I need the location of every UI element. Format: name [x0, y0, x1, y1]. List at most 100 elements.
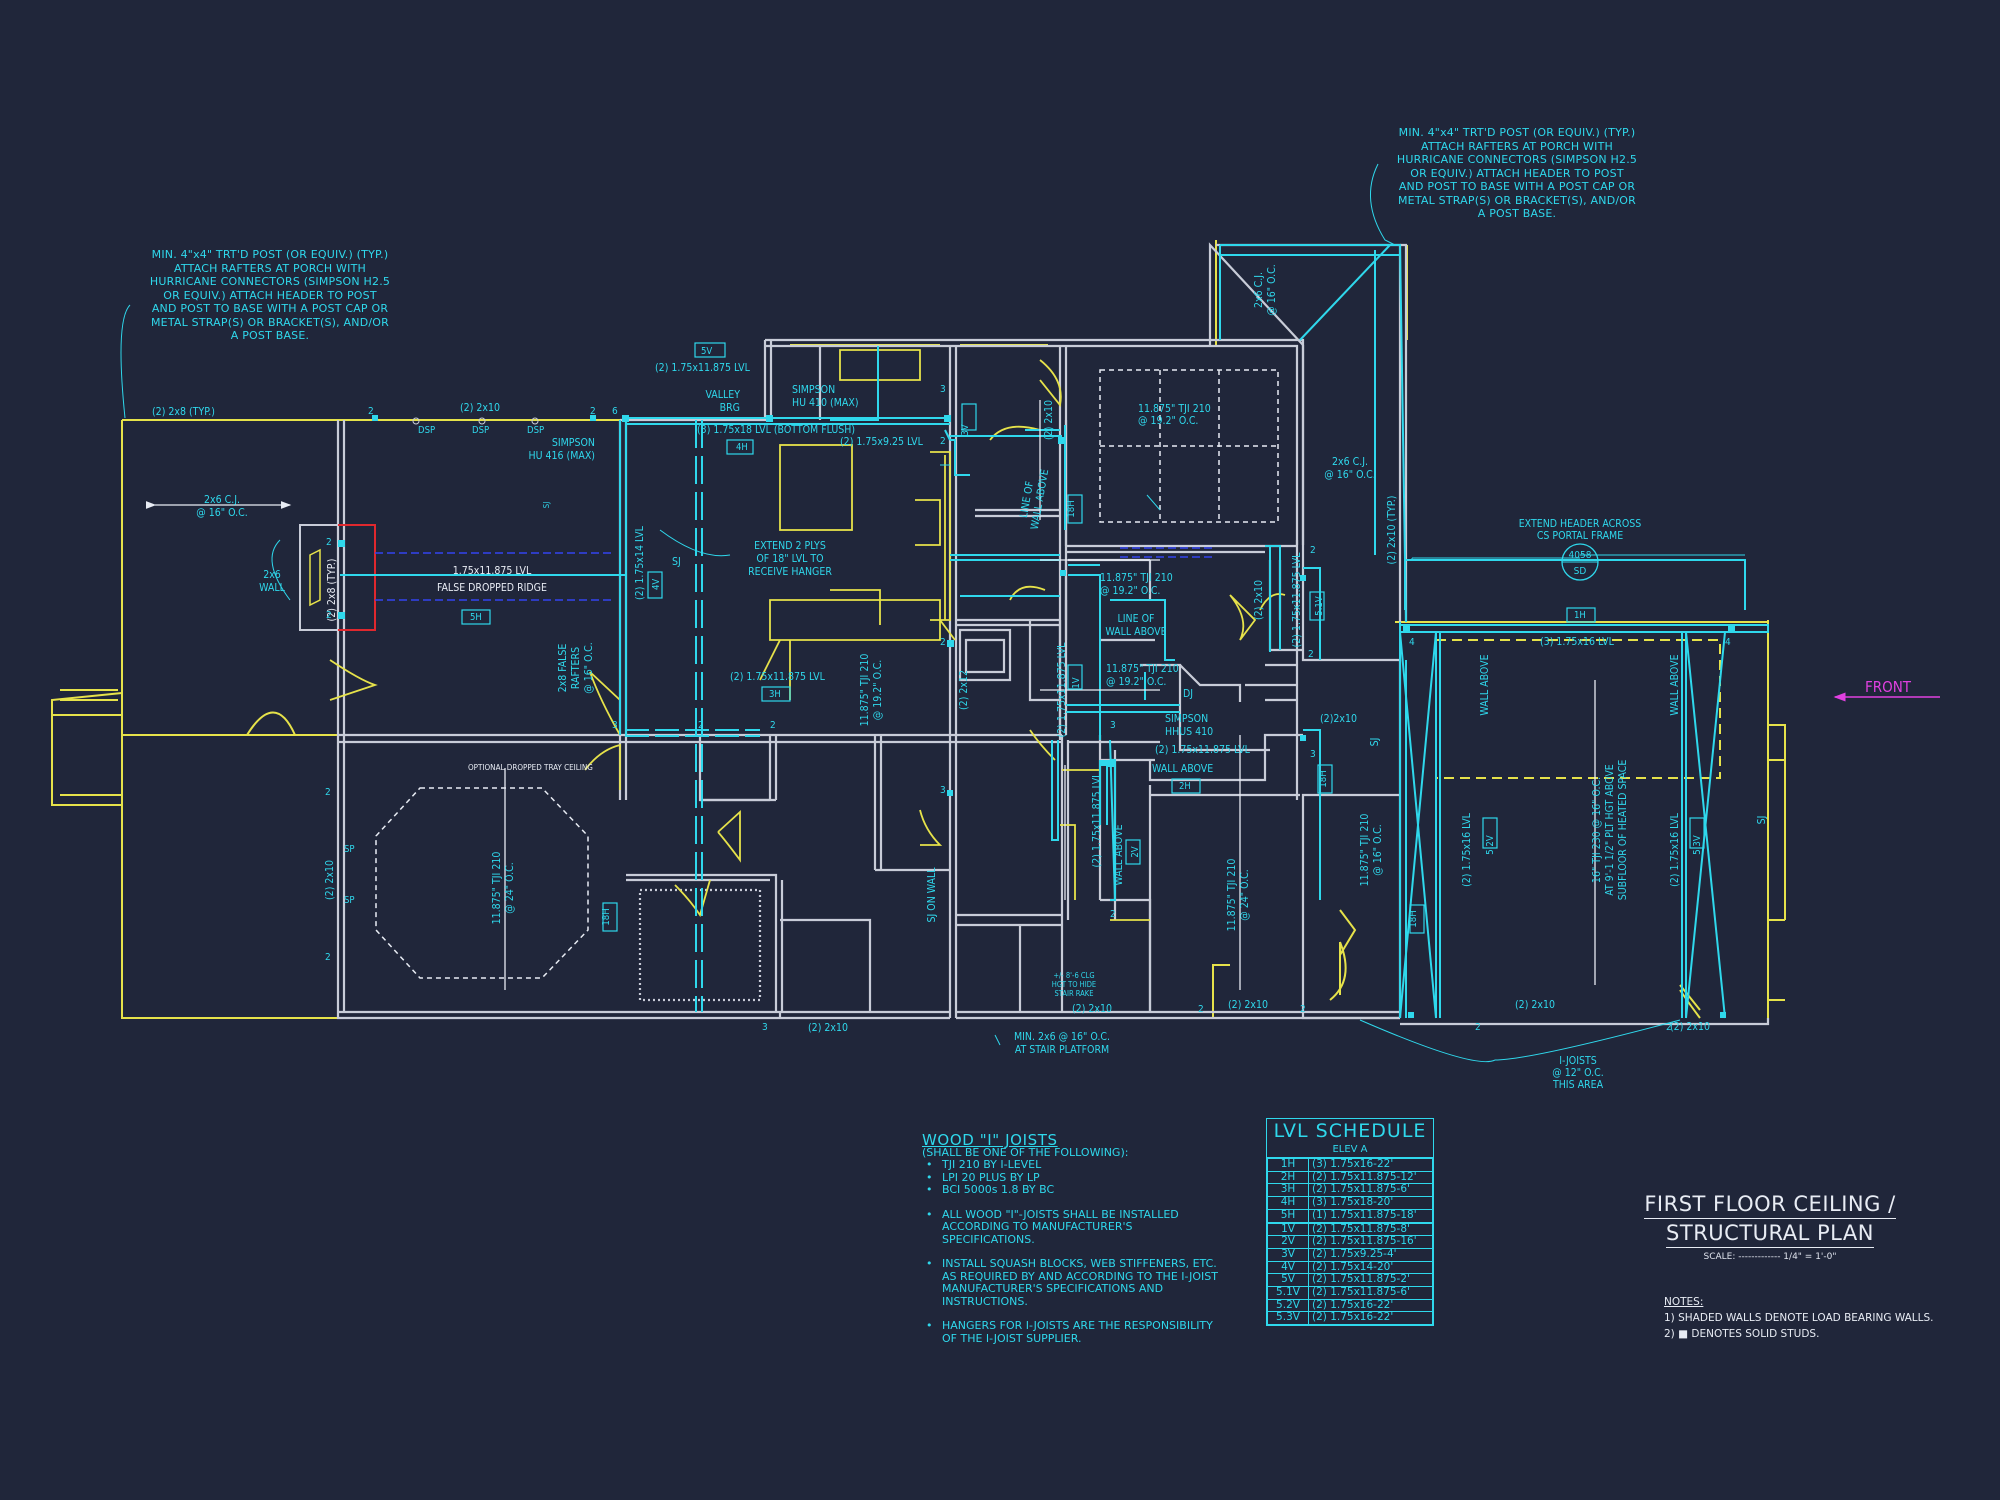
label-lvl-1v: (2) 1.75x11.875 LVL [1056, 642, 1068, 738]
sched-key: 4V [1267, 1260, 1309, 1275]
label-tji-a-1: 11.875" TJI 210 [1138, 403, 1211, 415]
label-dsp-1: DSP [418, 425, 435, 436]
num-i: 3 [940, 384, 946, 395]
portal-bottom: SD [1574, 566, 1587, 577]
label-2x10-typ: (2) 2x10 (TYP.) [1386, 496, 1398, 565]
label-ijoists-2: @ 12" O.C. [1552, 1067, 1603, 1079]
label-1v-tag: 1V [1071, 677, 1082, 688]
num-s: 2 [1475, 1022, 1481, 1033]
table-row: 5H(1) 1.75x11.875-18' [1267, 1208, 1433, 1224]
label-1h-tag: 1H [1574, 610, 1586, 621]
label-2x10-bottom-b: (2) 2x10 [1072, 1003, 1112, 1015]
label-extend-plys-3: RECEIVE HANGER [748, 566, 832, 578]
label-2x10-bottom-c: (2) 2x10 [1228, 999, 1268, 1011]
notes-heading: NOTES: [1664, 1296, 1704, 1308]
label-2x10-bottom-a: (2) 2x10 [808, 1022, 848, 1034]
table-row: 4V(2) 1.75x14-20' [1267, 1260, 1433, 1275]
joist-note: HANGERS FOR I-JOISTS ARE THE RESPONSIBIL… [926, 1319, 1222, 1345]
label-18h-tag-b: 18H [1318, 770, 1329, 787]
label-18h-tag-d: 18H [1066, 500, 1077, 517]
label-clg-1: +/- 8'-6 CLG [1053, 971, 1094, 980]
bearing-numbers: 2 2 6 2 2 3 2 2 3 2 2 3 2 2 3 3 4 4 2 2 … [325, 384, 1731, 1033]
joist-span-arrows [145, 400, 1596, 990]
sched-key: 5.1V [1267, 1286, 1309, 1300]
label-tji-b-2: @ 19.2" O.C. [1100, 585, 1160, 597]
callout-post-right-2: ATTACH RAFTERS AT PORCH WITH [1421, 139, 1613, 153]
num-h: 2 [770, 720, 776, 731]
label-tji-e-2: @ 24" O.C. [1239, 869, 1251, 920]
label-sp-1: SP [344, 844, 355, 855]
label-false-rafters-1: 2x8 FALSE [557, 644, 569, 693]
label-dj: DJ [1183, 688, 1193, 700]
label-extend-plys-1: EXTEND 2 PLYS [754, 540, 826, 552]
num-y: 2 [325, 952, 331, 963]
label-tji230-2: AT 9'-1 1/2" PLT HGT ABOVE [1604, 764, 1616, 896]
callout-post-left-1: MIN. 4"x4" TRT'D POST (OR EQUIV.) (TYP.) [151, 248, 389, 261]
table-row: 2V(2) 1.75x11.875-16' [1267, 1235, 1433, 1249]
label-3h-tag: 3H [769, 689, 781, 700]
num-c: 6 [612, 406, 618, 417]
label-extend-header-1: EXTEND HEADER ACROSS [1519, 518, 1642, 530]
label-wall-above-l: WALL ABOVE [1479, 654, 1491, 715]
label-2x8-fp: (2) 2x8 (TYP.) [326, 559, 338, 622]
wood-joists-subtitle: (SHALL BE ONE OF THE FOLLOWING): [922, 1145, 1129, 1159]
sched-value: (2) 1.75x11.875-8' [1308, 1221, 1433, 1237]
label-tji-g-2: @ 19.2" O.C. [872, 660, 884, 720]
label-sj-r: SJ [1369, 738, 1381, 747]
label-tji-c-1: 11.875" TJI 210 [1106, 663, 1179, 675]
label-lvl-51v: (2) 1.75x11.875 LVL [1291, 552, 1303, 648]
label-2x10-bottom-d: (2) 2x10 [1515, 999, 1555, 1011]
label-2x12: (2) 2x12 [958, 670, 970, 710]
sched-key: 2H [1267, 1170, 1309, 1185]
label-sj: SJ [672, 556, 681, 568]
label-51v-tag: 5.1V [1314, 596, 1325, 616]
num-e: 2 [326, 610, 332, 621]
label-2x10-r: (2)2x10 [1320, 713, 1357, 725]
label-stair-2: AT STAIR PLATFORM [1015, 1044, 1109, 1056]
label-lvl-3h: (2) 1.75x11.875 LVL [730, 671, 826, 683]
num-a: 2 [368, 406, 374, 417]
label-18h-tag-c: 18H [1408, 910, 1419, 927]
label-3v-tag: 3V [960, 424, 971, 435]
sched-key: 5.3V [1267, 1311, 1309, 1326]
label-extend-plys-2: OF 18" LVL TO [756, 553, 823, 565]
portal-top: 4058 [1569, 550, 1592, 561]
label-false-ridge-2: FALSE DROPPED RIDGE [437, 582, 547, 594]
sched-value: (2) 1.75x11.875-12' [1308, 1170, 1433, 1185]
structural-beams [340, 244, 1769, 1019]
title-block: FIRST FLOOR CEILING / STRUCTURAL PLAN SC… [1620, 1190, 1920, 1262]
label-4v-tag: 4V [651, 579, 662, 590]
num-n: 2 [1308, 649, 1314, 660]
label-lvl-9-25: (2) 1.75x9.25 LVL [840, 436, 924, 448]
label-clg-3: STAIR RAKE [1055, 989, 1094, 998]
title-scale: SCALE: ------------- 1/4" = 1'-0" [1703, 1252, 1837, 1262]
joist-option: LPI 20 PLUS BY LP [926, 1171, 1222, 1185]
table-row: 5.1V(2) 1.75x11.875-6' [1267, 1286, 1433, 1300]
callout-post-left-5: AND POST TO BASE WITH A POST CAP OR [151, 302, 389, 315]
sched-value: (2) 1.75x11.875-6' [1308, 1286, 1433, 1300]
label-simpson-hhus-2: HHUS 410 [1165, 726, 1213, 738]
callout-post-right-3: HURRICANE CONNECTORS (SIMPSON H2.5 [1396, 153, 1638, 166]
label-tji-a-2: @ 19.2" O.C. [1138, 415, 1198, 427]
label-false-ridge-1: 1.75x11.875 LVL [453, 565, 532, 577]
label-cj-right-1: 2x6 C.J. [1332, 456, 1368, 468]
label-tji-f-1: 11.875" TJI 210 [1359, 814, 1371, 887]
sched-value: (2) 1.75x16-22' [1308, 1298, 1433, 1313]
num-m: 2 [1310, 545, 1316, 556]
ceiling-features [375, 369, 1279, 979]
label-simpson-hu410-1: SIMPSON [792, 384, 835, 396]
callout-post-left-6: METAL STRAP(S) OR BRACKET(S), AND/OR [150, 315, 389, 329]
sched-value: (3) 1.75x18-20' [1308, 1196, 1433, 1210]
wood-joists-notes: WOOD "I" JOISTS (SHALL BE ONE OF THE FOL… [922, 1133, 1222, 1345]
front-label: FRONT [1865, 678, 1912, 696]
label-tji-f-2: @ 16" O.C. [1372, 824, 1384, 875]
label-sj-wall: SJ ON WALL [926, 867, 938, 923]
rotated-labels: (2) 1.75x14 LVL 4V 2x8 FALSE RAFTERS @ 1… [324, 264, 1768, 931]
label-simpson-hu410-2: HU 410 (MAX) [792, 397, 859, 409]
label-tji-e-1: 11.875" TJI 210 [1226, 859, 1238, 932]
sched-key: 4H [1267, 1196, 1309, 1210]
label-cj-left-2: @ 16" O.C. [196, 507, 247, 519]
num-t: 2 [1666, 1022, 1672, 1033]
num-w: 2 [1300, 1004, 1306, 1015]
label-tji-g-1: 11.875" TJI 210 [859, 654, 871, 727]
